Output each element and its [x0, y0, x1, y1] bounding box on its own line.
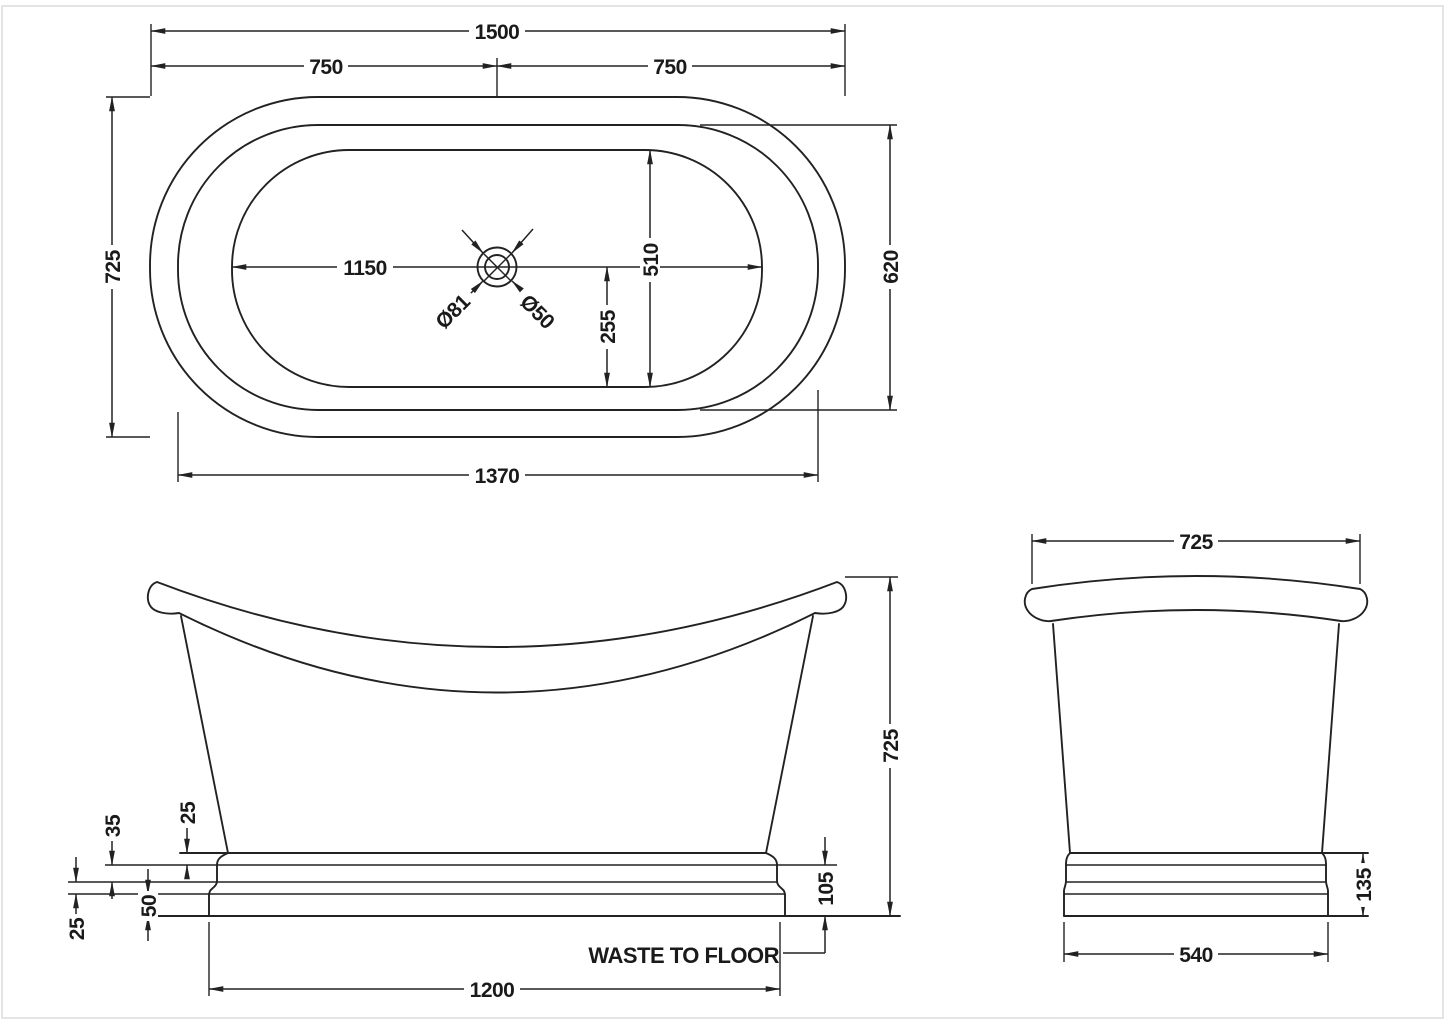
drain-leader: [461, 229, 484, 254]
dim-plan-overall-length: 1500: [469, 21, 525, 44]
waste-to-floor-note: WASTE TO FLOOR: [588, 943, 779, 968]
front-elevation: 25 35 25 50 105 725 1200 WASTE TO FLOOR: [66, 576, 903, 1002]
front-left-wall: [180, 615, 229, 854]
dim-side-base-width: 540: [1174, 944, 1218, 967]
dim-front-step-top: 25: [177, 798, 200, 828]
drain-leader: [511, 228, 534, 254]
dim-plan-half-left: 750: [304, 56, 348, 79]
dim-plan-drain-offset: 255: [597, 305, 620, 349]
dim-plan-basin-length: 1150: [337, 257, 393, 280]
dim-text: 135: [1353, 867, 1376, 901]
dim-text: 725: [1179, 531, 1213, 554]
dim-plan-rim-length: 1370: [469, 465, 525, 488]
dim-front-base-length: 1200: [464, 979, 520, 1002]
dim-text: 25: [177, 801, 200, 824]
side-elevation: 725 135 540: [1023, 531, 1376, 967]
side-left-wall: [1052, 623, 1071, 854]
dim-text: 725: [102, 249, 125, 283]
dim-text: 750: [309, 56, 343, 79]
dim-front-height: 725: [880, 724, 903, 768]
dim-text: 540: [1179, 944, 1213, 967]
dim-text: 50: [138, 895, 161, 917]
front-rim-band: [146, 581, 848, 694]
side-plinth-left-profile: [1063, 852, 1071, 917]
dim-plan-rim-width: 620: [880, 245, 903, 289]
dim-side-base-height: 135: [1353, 863, 1376, 907]
dim-text: 750: [653, 56, 687, 79]
front-plinth-left-profile: [208, 852, 229, 917]
dim-text: 255: [597, 309, 620, 343]
dim-text: 25: [66, 917, 89, 940]
dim-text: 620: [880, 250, 903, 284]
dim-front-plinth: 50: [138, 891, 161, 921]
side-right-wall: [1321, 623, 1340, 854]
dim-side-width: 725: [1174, 531, 1218, 554]
drain-cross-line: [483, 253, 512, 282]
side-rim-band: [1023, 575, 1369, 623]
dim-front-base-height: 105: [815, 867, 838, 911]
dim-text: 1370: [475, 465, 520, 488]
dim-plan-basin-width: 510: [640, 238, 663, 282]
side-plinth-right-profile: [1321, 852, 1329, 917]
drain-outer-circle: [476, 246, 518, 288]
drain-inner-circle: [484, 254, 510, 280]
plan-rim-inner-edge: [177, 124, 819, 411]
front-plinth-right-profile: [765, 852, 786, 917]
dim-text: 35: [102, 814, 125, 837]
dim-plan-half-right: 750: [648, 56, 692, 79]
dim-drain-inner-diameter: Ø50: [511, 284, 565, 338]
dim-text: 510: [640, 243, 663, 277]
dim-front-step-mid: 25: [66, 914, 89, 944]
plan-view: 1500 750 750 725 1150 510 255 620: [102, 21, 903, 488]
dim-text: 1200: [470, 979, 515, 1002]
dim-text: 725: [880, 728, 903, 762]
dim-front-moulding: 35: [102, 811, 125, 841]
image-border: [1, 5, 1444, 1019]
dim-plan-overall-width: 725: [102, 245, 125, 289]
dim-text: 1500: [475, 21, 520, 44]
dim-text: 1150: [343, 257, 387, 280]
dim-text: 105: [815, 871, 838, 905]
front-right-wall: [765, 615, 814, 854]
